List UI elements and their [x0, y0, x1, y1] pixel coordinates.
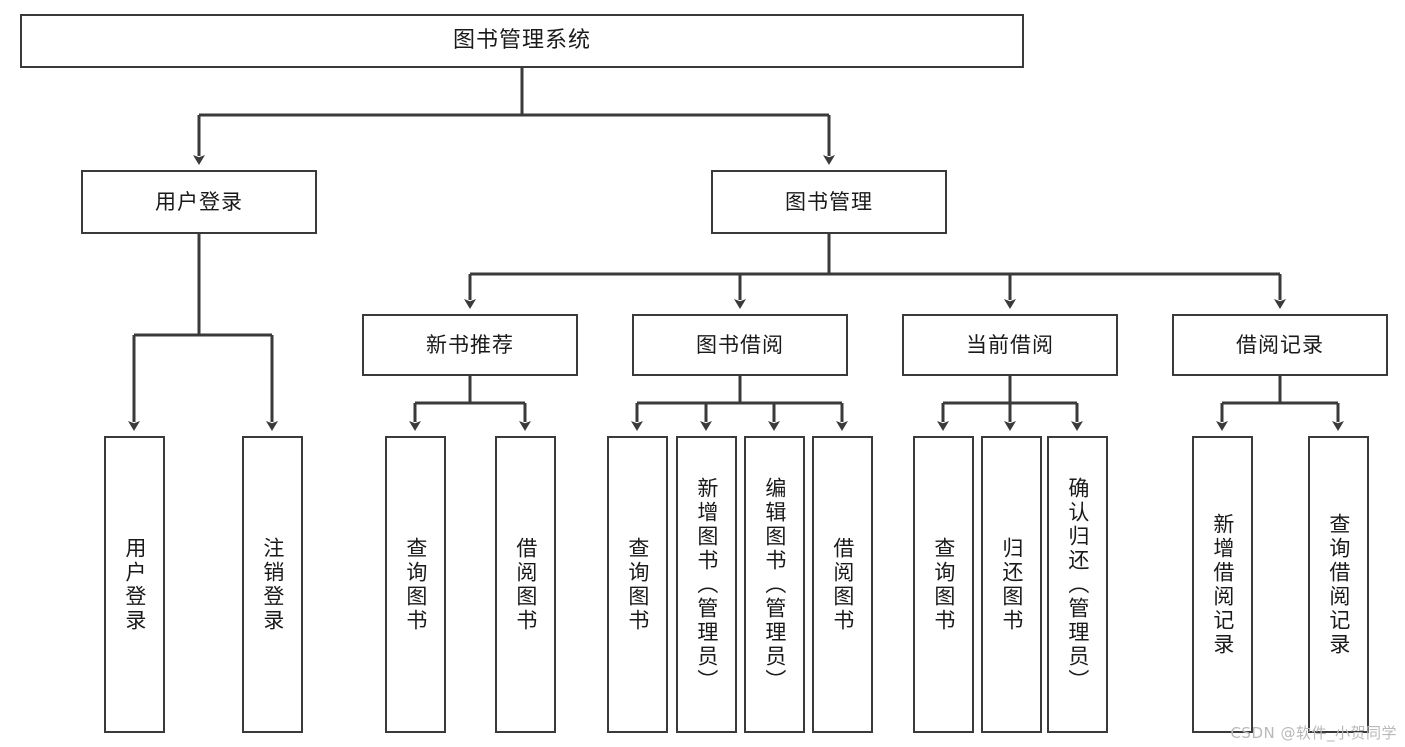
node-leaf-edit-book-label: 编辑图书（管理员）	[762, 476, 787, 693]
node-leaf-query-record-label: 查询借阅记录	[1326, 512, 1351, 657]
node-leaf-user-login[interactable]: 用户登录	[104, 436, 165, 733]
node-book-borrow[interactable]: 图书借阅	[632, 314, 848, 376]
node-borrow-record[interactable]: 借阅记录	[1172, 314, 1388, 376]
node-user-login[interactable]: 用户登录	[81, 170, 317, 234]
node-leaf-query-book-1-label: 查询图书	[403, 536, 428, 633]
node-leaf-confirm-return-label: 确认归还（管理员）	[1065, 476, 1090, 693]
node-book-borrow-label: 图书借阅	[696, 332, 784, 357]
node-leaf-query-book-3-label: 查询图书	[931, 536, 956, 633]
node-root[interactable]: 图书管理系统	[20, 14, 1024, 68]
node-current-borrow-label: 当前借阅	[966, 332, 1054, 357]
node-user-login-label: 用户登录	[155, 189, 243, 214]
node-leaf-query-book-2[interactable]: 查询图书	[607, 436, 668, 733]
node-new-book-recommend-label: 新书推荐	[426, 332, 514, 357]
node-leaf-return-book[interactable]: 归还图书	[981, 436, 1042, 733]
node-leaf-return-book-label: 归还图书	[999, 536, 1024, 633]
watermark-text: CSDN @软件_小贺同学	[1230, 724, 1397, 742]
node-leaf-user-logout[interactable]: 注销登录	[242, 436, 303, 733]
node-book-manage[interactable]: 图书管理	[711, 170, 947, 234]
node-leaf-borrow-book-1-label: 借阅图书	[513, 536, 538, 633]
node-current-borrow[interactable]: 当前借阅	[902, 314, 1118, 376]
node-leaf-confirm-return[interactable]: 确认归还（管理员）	[1047, 436, 1108, 733]
node-leaf-query-book-2-label: 查询图书	[625, 536, 650, 633]
node-leaf-query-record[interactable]: 查询借阅记录	[1308, 436, 1369, 733]
node-leaf-add-book-label: 新增图书（管理员）	[694, 476, 719, 693]
node-leaf-add-record-label: 新增借阅记录	[1210, 512, 1235, 657]
node-leaf-user-login-label: 用户登录	[122, 536, 147, 633]
node-leaf-borrow-book-2-label: 借阅图书	[830, 536, 855, 633]
node-leaf-query-book-3[interactable]: 查询图书	[913, 436, 974, 733]
node-leaf-edit-book[interactable]: 编辑图书（管理员）	[744, 436, 805, 733]
node-book-manage-label: 图书管理	[785, 189, 873, 214]
node-leaf-borrow-book-1[interactable]: 借阅图书	[495, 436, 556, 733]
node-borrow-record-label: 借阅记录	[1236, 332, 1324, 357]
node-leaf-user-logout-label: 注销登录	[260, 536, 285, 633]
node-leaf-query-book-1[interactable]: 查询图书	[385, 436, 446, 733]
node-root-label: 图书管理系统	[452, 28, 591, 54]
node-leaf-borrow-book-2[interactable]: 借阅图书	[812, 436, 873, 733]
node-new-book-recommend[interactable]: 新书推荐	[362, 314, 578, 376]
node-leaf-add-record[interactable]: 新增借阅记录	[1192, 436, 1253, 733]
node-leaf-add-book[interactable]: 新增图书（管理员）	[676, 436, 737, 733]
